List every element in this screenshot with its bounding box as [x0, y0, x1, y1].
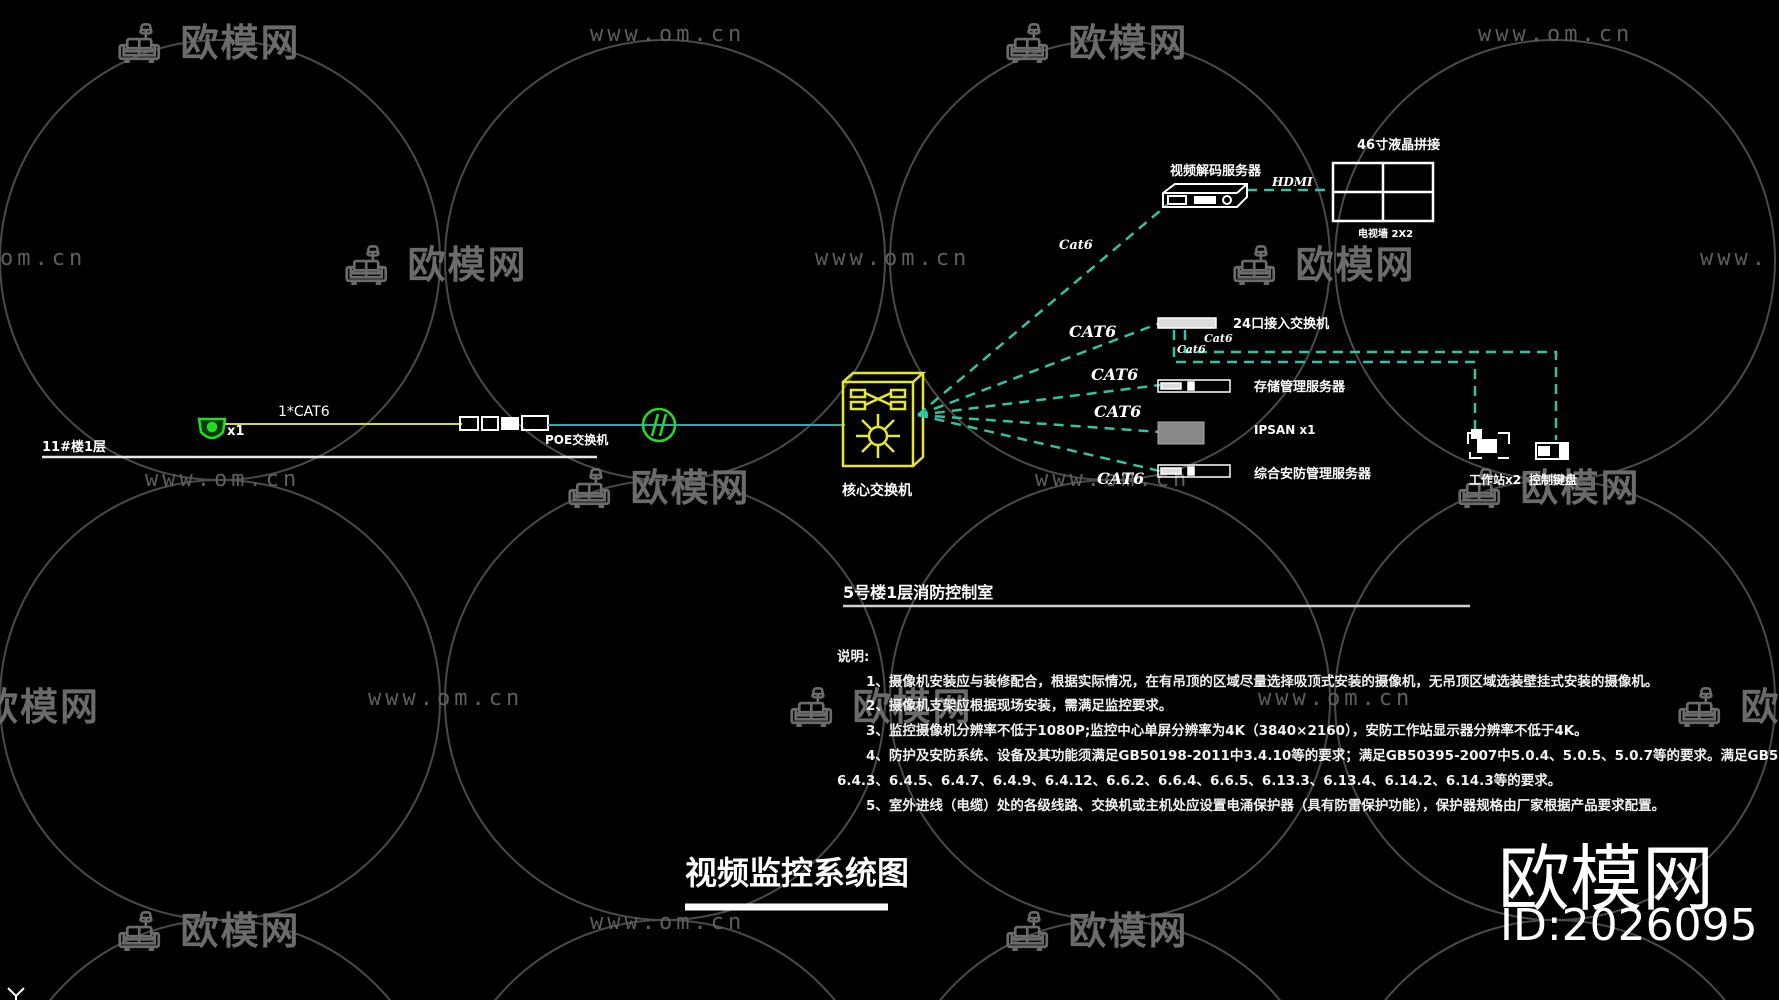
core-switch-icon	[841, 371, 927, 468]
camera-cable-label: 1*CAT6	[278, 404, 330, 420]
watermark-logo: 🛋 欧模网	[1675, 685, 1779, 729]
camera-count: x1	[227, 424, 245, 439]
video-wall-label: 46寸液晶拼接	[1357, 138, 1441, 153]
watermark-logo: 🛋 欧模网	[787, 685, 973, 729]
watermark-url: www.om.cn	[590, 22, 746, 47]
sofa-icon: 🛋	[342, 243, 393, 287]
watermark-logo: 🛋 欧模网	[115, 909, 301, 953]
watermark-url: www.om.cn	[145, 467, 301, 492]
poe-switch-label: POE交换机	[545, 433, 609, 447]
note-item: 6.4.3、6.4.5、6.4.7、6.4.9、6.4.12、6.6.2、6.6…	[837, 773, 1562, 789]
control-keyboard-icon	[1535, 442, 1569, 460]
link-label-storage: CAT6	[1091, 365, 1139, 384]
ipsan-icon	[1157, 421, 1205, 445]
sofa-icon: 🛋	[787, 685, 838, 729]
video-wall-icon	[1331, 161, 1435, 223]
sofa-icon: 🛋	[115, 909, 166, 953]
link-storage-server	[917, 383, 1161, 417]
link-label-decoder: Cat6	[1059, 238, 1093, 253]
link-ipsan	[917, 413, 1161, 434]
watermark-url: om.cn	[0, 246, 87, 271]
sofa-icon: 🛋	[115, 21, 166, 65]
control-keyboard-label: 控制键盘	[1529, 473, 1578, 487]
link-access-switch	[917, 321, 1161, 417]
notes-heading: 说明:	[837, 649, 870, 665]
sub-link-label-2: Cat6	[1204, 332, 1233, 345]
integrated-server-label: 综合安防管理服务器	[1254, 467, 1372, 482]
note-item: 1、摄像机安装应与装修配合，根据实际情况，在有吊顶的区域尽量选择吸顶式安装的摄像…	[866, 674, 1659, 690]
link-label-server: CAT6	[1097, 469, 1145, 488]
poe-switch-icon	[459, 415, 549, 431]
workstation-icon	[1467, 429, 1510, 459]
decoder-server-icon	[1162, 183, 1248, 208]
sofa-icon: 🛋	[1003, 909, 1054, 953]
watermark-url: www.om.cn	[368, 686, 524, 711]
dome-camera-icon	[197, 417, 227, 440]
link-decoder	[917, 204, 1168, 416]
watermark-logo: 🛋 欧模网	[1455, 466, 1641, 510]
access-switch-icon	[1157, 317, 1217, 329]
workstation-label: 工作站x2	[1469, 473, 1522, 487]
access-switch-label: 24口接入交换机	[1233, 317, 1330, 332]
link-integrated-server	[917, 413, 1161, 473]
fiber-link-icon	[641, 407, 677, 443]
watermark-logo: 🛋 欧模网	[1230, 243, 1416, 287]
sofa-icon: 🛋	[1455, 466, 1506, 510]
note-item: 2、摄像机支架应根据现场安装，需满足监控要求。	[866, 698, 1173, 714]
note-item: 3、监控摄像机分辨率不低于1080P;监控中心单屏分辨率为4K（3840×216…	[866, 723, 1588, 739]
diagram-title: 视频监控系统图	[685, 854, 910, 892]
link-label-ipsan: CAT6	[1094, 402, 1142, 421]
location-title: 5号楼1层消防控制室	[843, 583, 994, 602]
watermark-logo: 🛋 欧模网	[1003, 21, 1189, 65]
watermark-url: www.	[1700, 246, 1769, 271]
network-links	[917, 188, 1558, 473]
brand-name: 欧模网	[1498, 837, 1715, 921]
link-control-keyboard	[1183, 330, 1558, 440]
floor-label: 11#楼1层	[42, 440, 107, 455]
integrated-server-icon	[1157, 464, 1231, 478]
storage-server-icon	[1157, 379, 1231, 393]
brand-id: ID:2026095	[1500, 900, 1758, 951]
watermark-url: www.om.cn	[815, 246, 971, 271]
ipsan-label: IPSAN x1	[1254, 423, 1316, 437]
watermark-logo: 欧模网	[0, 685, 101, 729]
ucs-axis-icon	[7, 987, 25, 1000]
watermark-logo: 🛋 欧模网	[565, 466, 751, 510]
core-switch-label: 核心交换机	[842, 483, 912, 499]
sofa-icon: 🛋	[565, 466, 616, 510]
storage-server-label: 存储管理服务器	[1254, 380, 1346, 395]
watermark-logo: 🛋 欧模网	[115, 21, 301, 65]
link-label-access-switch: CAT6	[1069, 322, 1117, 341]
sofa-icon: 🛋	[1230, 243, 1281, 287]
note-item: 4、防护及安防系统、设备及其功能须满足GB50198-2011中3.4.10等的…	[866, 748, 1779, 764]
sub-link-label-1: Cat6	[1177, 343, 1206, 356]
sofa-icon: 🛋	[1003, 21, 1054, 65]
watermark-url: www.om.cn	[590, 910, 746, 935]
video-wall-sublabel: 电视墙 2X2	[1358, 229, 1414, 240]
watermark-url: www.om.cn	[1258, 686, 1414, 711]
watermark-logo: 🛋 欧模网	[1003, 909, 1189, 953]
hdmi-label: HDMI	[1272, 175, 1313, 189]
watermark-url: www.om.cn	[1478, 22, 1634, 47]
note-item: 5、室外进线（电缆）处的各级线路、交换机或主机处应设置电涌保护器（具有防雷保护功…	[866, 798, 1666, 814]
watermark-logo: 🛋 欧模网	[342, 243, 528, 287]
decoder-label: 视频解码服务器	[1170, 164, 1262, 179]
sofa-icon: 🛋	[1675, 685, 1726, 729]
